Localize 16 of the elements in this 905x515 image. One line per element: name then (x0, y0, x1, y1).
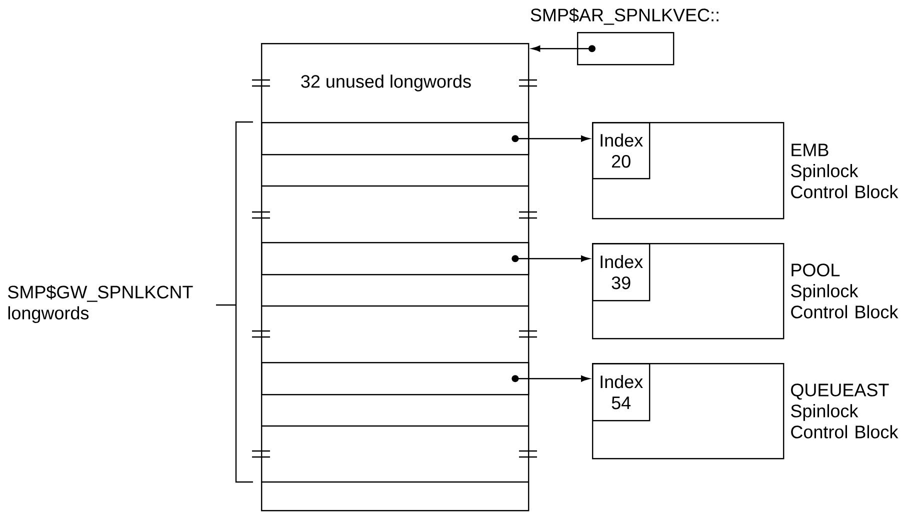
arrow (532, 45, 596, 52)
pointer-slot (261, 122, 530, 156)
pointer-label: SMP$AR_SPNLKVEC:: (530, 8, 718, 25)
bracket-label: SMP$GW_SPNLKCNT longwords (8, 284, 193, 324)
longword-array: 32 unused longwords (251, 43, 538, 512)
index-box: Index 54 (592, 363, 650, 422)
pointer-slot (261, 242, 530, 276)
pointer-slot (261, 362, 530, 396)
arrow (512, 375, 590, 382)
block-label: EMB Spinlock Control Block (791, 144, 898, 198)
index-box: Index 39 (592, 243, 650, 302)
block-label: POOL Spinlock Control Block (791, 264, 898, 318)
arrow (512, 135, 590, 142)
block-label: QUEUEAST Spinlock Control Block (791, 384, 898, 438)
index-box: Index 20 (592, 122, 650, 180)
arrow (512, 255, 590, 262)
